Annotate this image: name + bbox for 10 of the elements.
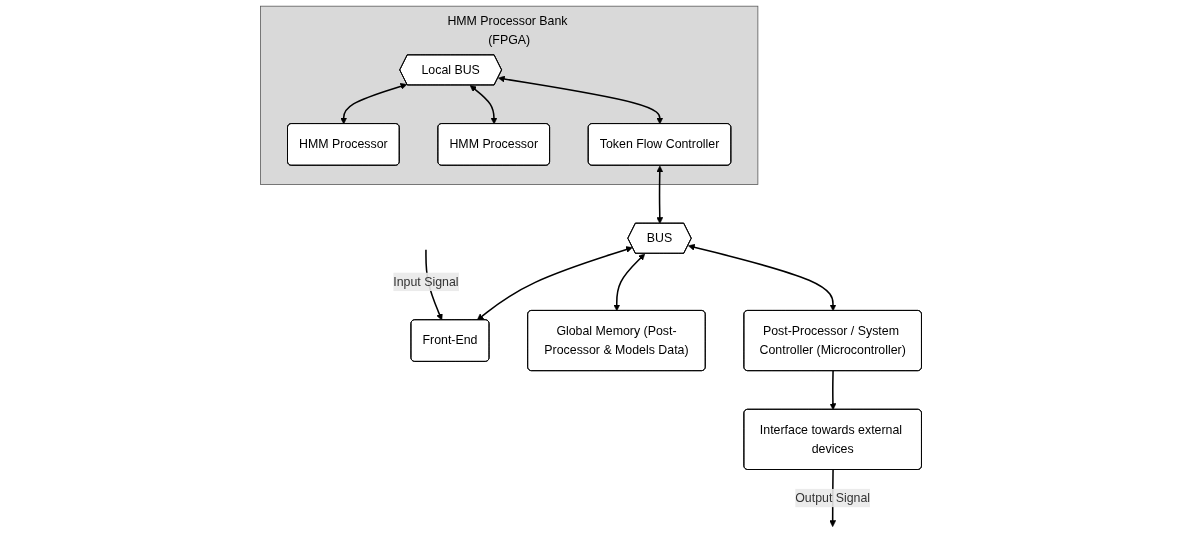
edge-label: Input Signal	[393, 274, 459, 289]
arrow	[613, 253, 646, 312]
edge-label: Output Signal	[795, 491, 871, 505]
arrow	[498, 75, 664, 125]
arrow	[340, 83, 408, 125]
arrow	[829, 370, 837, 410]
arrow	[688, 244, 837, 312]
arrow	[476, 246, 633, 321]
arrow	[656, 165, 664, 224]
arrow	[469, 85, 498, 125]
